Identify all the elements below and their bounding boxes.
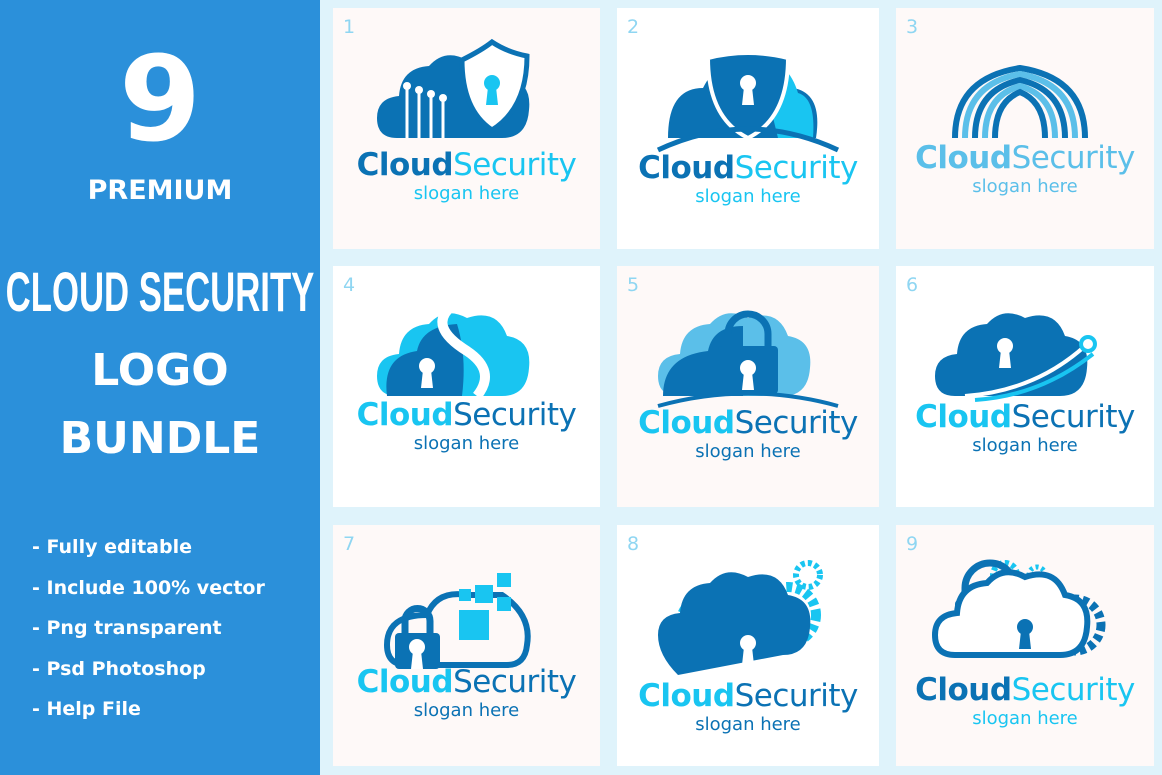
logo-card-1[interactable]: 1 CloudSecurity slogan here (333, 8, 600, 249)
logo-card-5[interactable]: 5 CloudSecurity slogan here (617, 266, 879, 507)
title-line-2: LOGO (91, 345, 229, 396)
logo-slogan: slogan here (972, 176, 1078, 197)
logo-count: 9 (118, 30, 202, 168)
cloud-padlock-gears-icon (931, 559, 1106, 658)
logo-mark (617, 296, 879, 416)
logo-mark (333, 38, 600, 158)
logo-word-security: Security (734, 150, 859, 186)
logo-word-security: Security (734, 405, 859, 441)
logo-name: CloudSecurity (333, 398, 600, 432)
feature-item: - Fully editable (32, 536, 192, 558)
logo-word-cloud: Cloud (915, 399, 1012, 435)
logo-card-2[interactable]: 2 CloudSecurity slogan here (617, 8, 879, 249)
logo-slogan: slogan here (413, 700, 520, 721)
logo-name: CloudSecurity (896, 141, 1154, 175)
cloud-padlock-pixels-icon (383, 573, 531, 669)
logo-word-security: Security (453, 664, 577, 700)
logo-card-6[interactable]: 6 CloudSecurity slogan here (896, 266, 1154, 507)
logo-name: CloudSecurity (617, 151, 879, 185)
logo-word-security: Security (1011, 399, 1136, 435)
logo-word-security: Security (734, 678, 859, 714)
logo-word-cloud: Cloud (915, 672, 1012, 708)
cloud-keyhole-circuit-icon (935, 313, 1097, 402)
logo-card-4[interactable]: 4 CloudSecurity slogan here (333, 266, 600, 507)
card-number: 1 (343, 16, 356, 38)
title-line-1: CLOUD SECURITY (5, 260, 315, 323)
card-number: 3 (906, 16, 919, 38)
card-number: 7 (343, 533, 356, 555)
logo-word-cloud: Cloud (356, 397, 454, 433)
logo-card-8[interactable]: 8 CloudSecurity slogan here (617, 525, 879, 766)
logo-mark (896, 555, 1154, 675)
logo-mark (896, 38, 1154, 158)
logo-mark (333, 555, 600, 675)
feature-list: - Fully editable - Include 100% vector -… (32, 535, 265, 738)
logo-name: CloudSecurity (617, 679, 879, 713)
logo-card-9[interactable]: 9 CloudSecurity slogan here (896, 525, 1154, 766)
card-number: 6 (906, 274, 919, 296)
logo-slogan: slogan here (972, 708, 1078, 729)
title-line-3: BUNDLE (59, 413, 261, 464)
logo-name: CloudSecurity (333, 665, 600, 699)
cloud-padlock-icon (657, 310, 839, 408)
cloud-shield-circuit-icon (376, 38, 530, 139)
logo-name: CloudSecurity (617, 406, 879, 440)
logo-mark (617, 555, 879, 675)
logo-mark (333, 296, 600, 416)
logo-word-cloud: Cloud (356, 147, 454, 183)
feature-item: - Include 100% vector (32, 576, 265, 599)
feature-item: - Psd Photoshop (32, 657, 206, 680)
logo-word-cloud: Cloud (638, 405, 735, 441)
logo-card-7[interactable]: 7 CloudSecurity slogan here (333, 525, 600, 766)
feature-item: - Png transparent (32, 617, 222, 639)
logo-word-cloud: Cloud (356, 664, 454, 700)
logo-card-3[interactable]: 3 CloudSecurity slogan here (896, 8, 1154, 249)
promo-panel: 9 PREMIUM CLOUD SECURITY LOGO BUNDLE - F… (0, 0, 320, 775)
card-number: 5 (627, 274, 640, 296)
logo-name: CloudSecurity (333, 148, 600, 182)
logo-slogan: slogan here (695, 186, 801, 207)
card-number: 4 (343, 274, 356, 296)
logo-slogan: slogan here (695, 441, 801, 462)
logo-slogan: slogan here (413, 183, 520, 204)
logo-word-security: Security (453, 147, 577, 183)
cloud-shield-keyhole-icon (656, 51, 840, 153)
logo-word-cloud: Cloud (638, 150, 735, 186)
logo-mark (617, 38, 879, 158)
cloud-gears-keyhole-icon (658, 560, 823, 675)
card-number: 2 (627, 16, 640, 38)
cloud-keyhole-swoosh-icon (376, 302, 529, 400)
logo-slogan: slogan here (413, 433, 520, 454)
card-number: 9 (906, 533, 919, 555)
logo-word-cloud: Cloud (638, 678, 735, 714)
premium-label: PREMIUM (87, 175, 233, 206)
logo-slogan: slogan here (972, 435, 1078, 456)
logo-word-cloud: Cloud (915, 140, 1012, 176)
feature-item: - Help File (32, 698, 141, 720)
logo-name: CloudSecurity (896, 673, 1154, 707)
logo-mark (896, 296, 1154, 416)
logo-word-security: Security (1011, 140, 1136, 176)
logo-word-security: Security (453, 397, 577, 433)
card-number: 8 (627, 533, 640, 555)
logo-slogan: slogan here (695, 714, 801, 735)
logo-name: CloudSecurity (896, 400, 1154, 434)
cloud-fingerprint-icon (952, 64, 1088, 139)
logo-word-security: Security (1011, 672, 1136, 708)
